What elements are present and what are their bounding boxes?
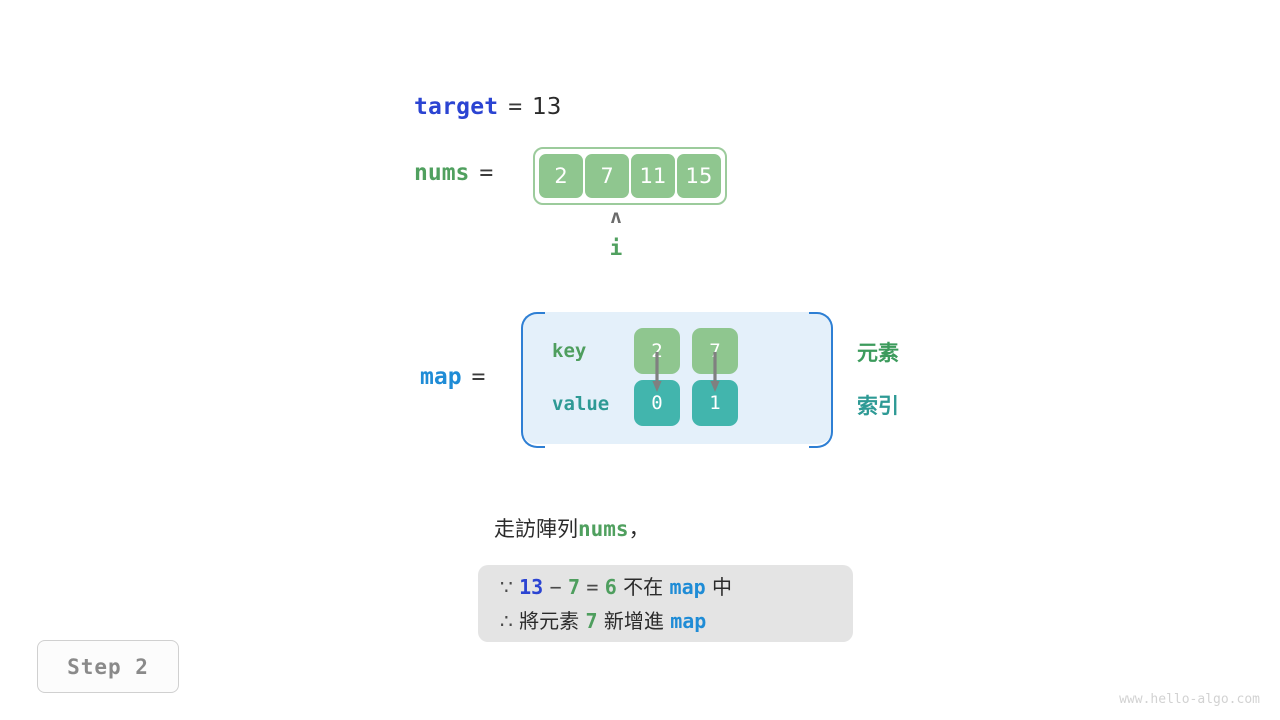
caption-line: 走訪陣列nums，: [494, 513, 650, 543]
note-text-insert-into: 新增進: [603, 608, 664, 633]
nums-variable-name: nums: [414, 160, 470, 186]
map-equals-sign: =: [471, 364, 486, 390]
note-difference: 6: [604, 574, 617, 599]
key-to-value-arrow-icon: [710, 352, 720, 392]
nums-cell: 15: [675, 152, 723, 200]
target-variable-row: target = 13: [414, 94, 561, 120]
nums-variable-row: nums =: [414, 160, 503, 186]
target-value: 13: [532, 94, 562, 120]
key-to-value-arrow-icon: [652, 352, 662, 392]
map-variable-row: map =: [420, 364, 495, 390]
note-text-not-in: 不在: [623, 574, 664, 599]
nums-cell: 2: [537, 152, 585, 200]
caption-suffix: ，: [628, 517, 650, 541]
note-added-value: 7: [585, 608, 598, 633]
legend-element-label: 元素: [857, 341, 899, 365]
map-entry: 2 0: [634, 328, 680, 426]
legend-index-label: 索引: [857, 394, 899, 418]
explanation-line-1: ∵ 13 − 7 = 6 不在 map 中: [500, 572, 831, 602]
caption-prefix: 走訪陣列: [494, 517, 578, 541]
map-value-row-label: value: [552, 393, 610, 415]
note-minus-operator: −: [549, 574, 562, 599]
note-current-element: 7: [567, 574, 580, 599]
map-value-cell: 1: [692, 380, 738, 426]
note-map-keyword: map: [669, 574, 706, 599]
map-entries: 2 0 7 1: [634, 328, 738, 426]
note-text-add-element: 將元素: [519, 608, 580, 633]
pointer-label: i: [609, 236, 623, 260]
note-text-in: 中: [712, 574, 733, 599]
nums-equals-sign: =: [479, 160, 494, 186]
map-row-labels: key value: [552, 334, 609, 421]
nums-array: 2 7 11 15: [533, 147, 727, 205]
watermark: www.hello-algo.com: [1119, 692, 1260, 707]
explanation-box: ∵ 13 − 7 = 6 不在 map 中 ∴ 將元素 7 新增進 map: [478, 565, 853, 642]
note-map-keyword: map: [670, 608, 707, 633]
index-pointer: ʌ i: [596, 208, 636, 262]
pointer-caret-icon: ʌ: [610, 206, 622, 228]
therefore-symbol: ∴: [500, 608, 513, 633]
nums-cell: 11: [629, 152, 677, 200]
explanation-line-2: ∴ 將元素 7 新增進 map: [500, 606, 831, 636]
caption-keyword: nums: [578, 517, 629, 541]
note-target-value: 13: [519, 574, 544, 599]
nums-cell: 7: [583, 152, 631, 200]
map-legend: 元素 索引: [857, 336, 899, 423]
map-variable-name: map: [420, 364, 462, 390]
because-symbol: ∵: [500, 574, 513, 599]
map-entry: 7 1: [692, 328, 738, 426]
target-variable-name: target: [414, 94, 499, 120]
note-equals-operator: =: [586, 574, 599, 599]
target-equals-sign: =: [508, 94, 523, 120]
map-key-row-label: key: [552, 340, 587, 362]
step-badge: Step 2: [37, 640, 179, 693]
